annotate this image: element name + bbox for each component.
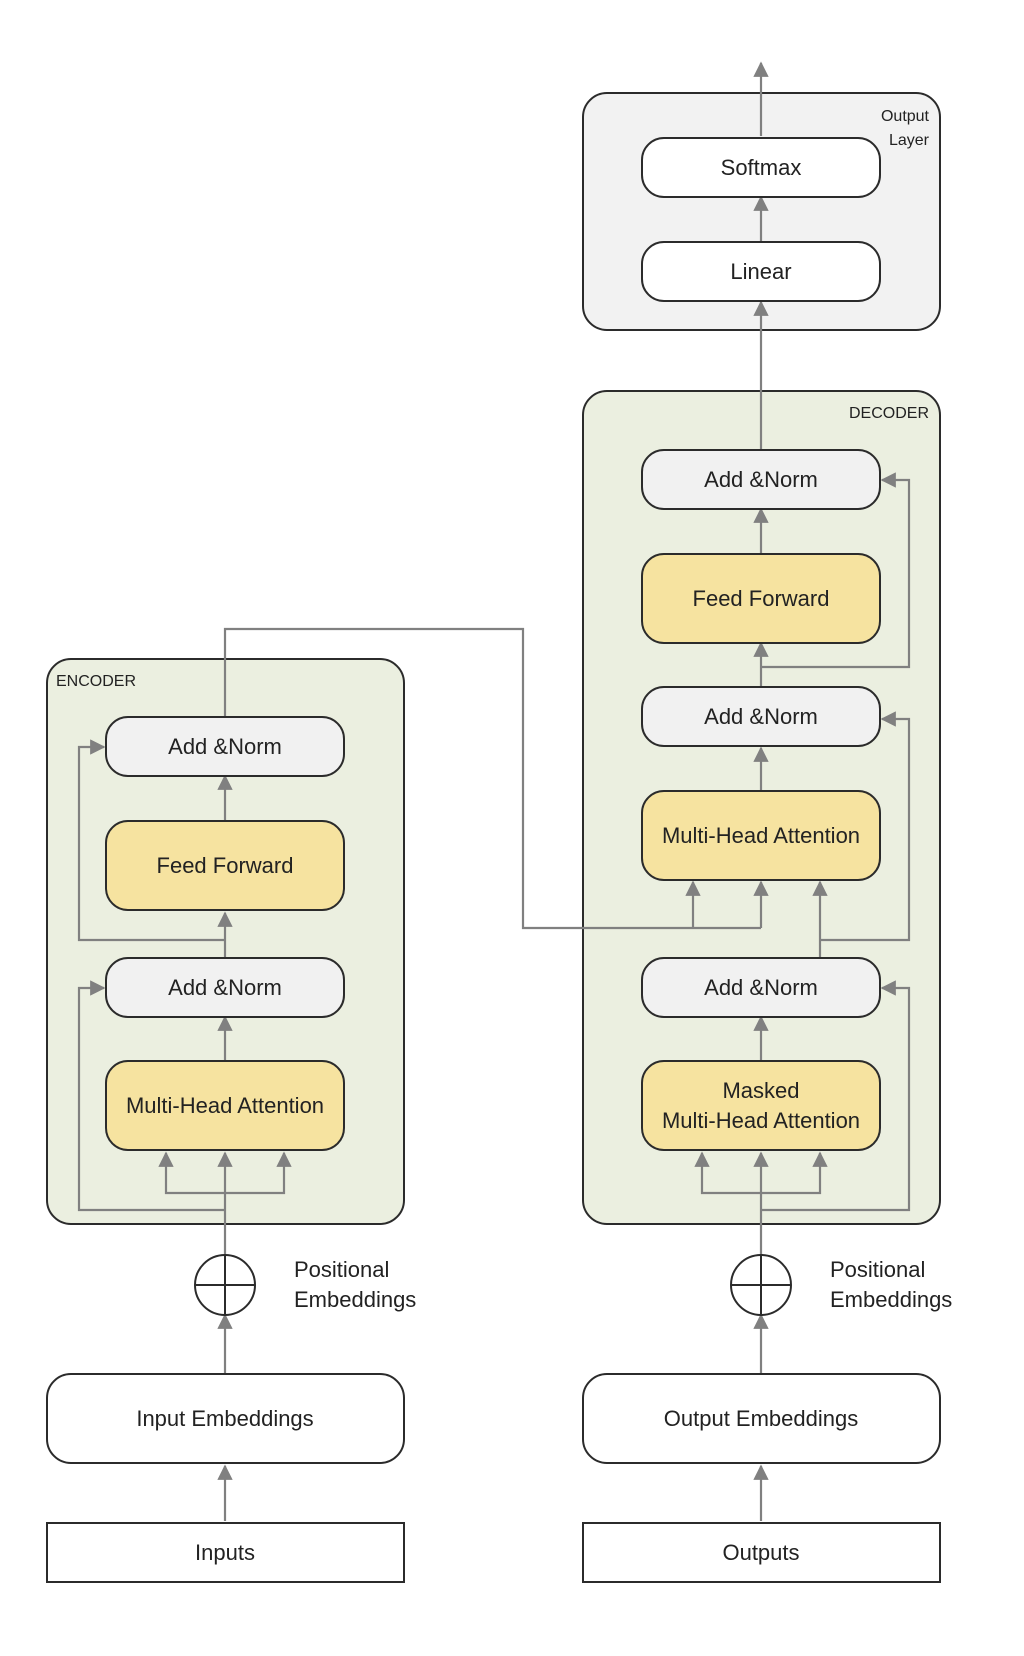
decoder-add-norm-middle: Add &Norm xyxy=(641,686,881,747)
svg-text:Softmax: Softmax xyxy=(721,155,802,180)
linear-block: Linear xyxy=(641,241,881,302)
decoder-multi-head-attention: Multi-Head Attention xyxy=(641,790,881,881)
svg-text:Positional: Positional xyxy=(294,1257,389,1282)
svg-text:Positional: Positional xyxy=(830,1257,925,1282)
softmax-block: Softmax xyxy=(641,137,881,198)
encoder-positional-sum-icon xyxy=(194,1254,256,1316)
svg-text:Outputs: Outputs xyxy=(722,1540,799,1565)
svg-text:Add &Norm: Add &Norm xyxy=(168,734,282,759)
svg-text:Input Embeddings: Input Embeddings xyxy=(136,1406,313,1431)
decoder-add-norm-top: Add &Norm xyxy=(641,449,881,510)
svg-text:Add &Norm: Add &Norm xyxy=(168,975,282,1000)
svg-text:Add &Norm: Add &Norm xyxy=(704,467,818,492)
encoder-feed-forward: Feed Forward xyxy=(105,820,345,911)
edge-decoder-residual-3 xyxy=(761,472,911,669)
edge-encoder-residual-2 xyxy=(77,739,225,942)
encoder-add-norm-bottom: Add &Norm xyxy=(105,957,345,1018)
decoder-feed-forward: Feed Forward xyxy=(641,553,881,644)
decoder-positional-sum-icon xyxy=(730,1254,792,1316)
output-embeddings-block: Output Embeddings xyxy=(582,1373,941,1464)
svg-text:Add &Norm: Add &Norm xyxy=(704,704,818,729)
decoder-positional-label: Positional Embeddings xyxy=(830,1257,952,1312)
edge-encoder-residual-1 xyxy=(77,980,225,1212)
edges xyxy=(77,61,911,1521)
svg-text:Multi-Head Attention: Multi-Head Attention xyxy=(662,823,860,848)
encoder-positional-label: Positional Embeddings xyxy=(294,1257,416,1312)
edge-decoder-residual-1 xyxy=(761,980,911,1212)
svg-text:Multi-Head Attention: Multi-Head Attention xyxy=(662,1108,860,1133)
edge-encoder-attention-left-input xyxy=(158,1151,225,1195)
edge-decoder-residual-2 xyxy=(820,711,911,942)
encoder-multi-head-attention: Multi-Head Attention xyxy=(105,1060,345,1151)
svg-text:Output Embeddings: Output Embeddings xyxy=(664,1406,858,1431)
edge-encoder-attention-right-input xyxy=(225,1151,292,1195)
svg-text:Masked: Masked xyxy=(722,1078,799,1103)
decoder-add-norm-bottom: Add &Norm xyxy=(641,957,881,1018)
output-layer-title-line2: Layer xyxy=(889,132,930,149)
svg-text:Feed Forward: Feed Forward xyxy=(693,586,830,611)
svg-text:Inputs: Inputs xyxy=(195,1540,255,1565)
svg-text:Linear: Linear xyxy=(730,259,791,284)
encoder-title: ENCODER xyxy=(56,673,136,690)
svg-text:Embeddings: Embeddings xyxy=(830,1287,952,1312)
edge-encoder-output-cross xyxy=(223,627,761,930)
svg-text:Multi-Head Attention: Multi-Head Attention xyxy=(126,1093,324,1118)
decoder-title: DECODER xyxy=(849,405,929,422)
svg-text:Embeddings: Embeddings xyxy=(294,1287,416,1312)
input-embeddings-block: Input Embeddings xyxy=(46,1373,405,1464)
encoder-add-norm-top: Add &Norm xyxy=(105,716,345,777)
output-layer-title-line1: Output xyxy=(881,108,930,125)
inputs-block: Inputs xyxy=(46,1522,405,1583)
edge-masked-attention-right-input xyxy=(761,1151,828,1195)
decoder-masked-multi-head-attention: Masked Multi-Head Attention xyxy=(641,1060,881,1151)
outputs-block: Outputs xyxy=(582,1522,941,1583)
svg-text:Add &Norm: Add &Norm xyxy=(704,975,818,1000)
edge-masked-attention-left-input xyxy=(694,1151,761,1195)
svg-text:Feed Forward: Feed Forward xyxy=(157,853,294,878)
